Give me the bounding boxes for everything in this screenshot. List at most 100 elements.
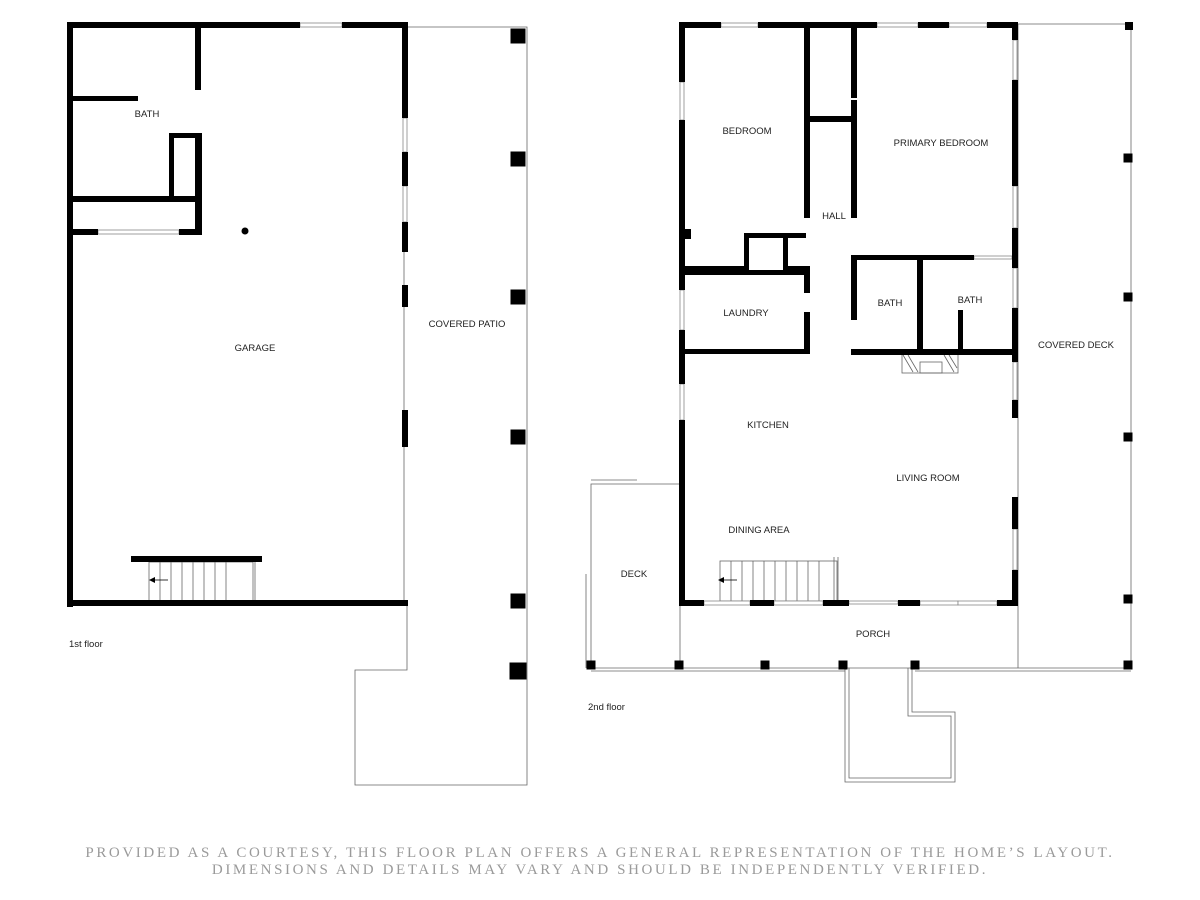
floor1-labels: BATH GARAGE COVERED PATIO 1st floor — [69, 109, 505, 650]
disclaimer-line-1: PROVIDED AS A COURTESY, THIS FLOOR PLAN … — [85, 845, 1115, 861]
wall-segment — [195, 133, 202, 235]
wall-segment — [73, 96, 138, 101]
room-label-laundry: LAUNDRY — [723, 308, 769, 319]
wall-segment — [679, 22, 685, 82]
window-pane — [848, 600, 899, 605]
wall-segment — [804, 28, 810, 218]
wall-segment — [958, 310, 963, 352]
wall-segment — [402, 22, 408, 118]
room-label-bath-2: BATH — [958, 295, 983, 306]
wall-segment — [195, 28, 201, 90]
wall-segment — [1012, 497, 1018, 529]
wall-segment — [685, 229, 691, 239]
wall-segment — [997, 600, 1018, 606]
wall-segment — [898, 600, 920, 606]
wall-segment — [685, 266, 747, 271]
columns — [241, 28, 1133, 680]
wall-segment — [744, 233, 806, 238]
wall-segment — [823, 600, 849, 606]
wall-segment — [851, 100, 857, 218]
window-pane — [773, 600, 824, 606]
column-post — [1123, 292, 1133, 302]
wall-segment — [342, 22, 408, 28]
room-label-dining-area: DINING AREA — [728, 525, 790, 536]
column-post — [1123, 432, 1133, 442]
wall-segment — [131, 556, 262, 562]
wall-segment — [1012, 570, 1018, 606]
room-label-covered-deck: COVERED DECK — [1038, 340, 1115, 351]
wall-segment — [1012, 22, 1018, 40]
column-post — [1123, 660, 1133, 670]
wall-segment — [810, 116, 852, 122]
window-pane — [703, 600, 751, 606]
room-label-bedroom: BEDROOM — [722, 126, 771, 137]
window-pane — [1012, 528, 1018, 571]
column-post — [510, 28, 526, 44]
window-pane — [957, 600, 998, 606]
room-label-deck: DECK — [621, 569, 648, 580]
wall-segment — [169, 138, 174, 200]
floor-label-1st: 1st floor — [69, 639, 103, 650]
window-pane — [1012, 39, 1018, 81]
wall-segment — [851, 255, 857, 320]
wall-segment — [1012, 228, 1018, 268]
wall-segment — [169, 133, 202, 138]
room-label-kitchen: KITCHEN — [747, 420, 789, 431]
wall-segment — [744, 233, 749, 271]
column-post — [510, 593, 526, 609]
wall-segment — [402, 152, 408, 186]
post-dot — [241, 227, 249, 235]
wall-segment — [1012, 80, 1018, 186]
window-pane — [720, 22, 759, 28]
column-post — [674, 660, 684, 670]
window-pane — [948, 22, 988, 28]
window-pane — [679, 289, 685, 331]
column-post — [760, 660, 770, 670]
wall-segment — [750, 600, 774, 606]
wall-segment — [857, 255, 974, 260]
windows — [97, 22, 1018, 606]
wall-segment — [679, 420, 685, 604]
column-post — [510, 289, 526, 305]
wall-segment — [804, 270, 810, 293]
wall-segment — [67, 22, 73, 607]
column-post — [838, 660, 848, 670]
wall-segment — [1012, 255, 1018, 260]
room-label-bath-1: BATH — [878, 298, 903, 309]
column-post — [1123, 153, 1133, 163]
column-post — [910, 660, 920, 670]
floor2-labels: BEDROOM HALL PRIMARY BEDROOM LAUNDRY BAT… — [588, 126, 1115, 713]
room-label-living-room: LIVING ROOM — [896, 473, 959, 484]
window-pane — [919, 600, 959, 606]
wall-segment — [402, 410, 408, 447]
wall-segment — [679, 600, 704, 606]
column-post — [510, 151, 526, 167]
floor-label-2nd: 2nd floor — [588, 702, 625, 713]
wall-segment — [758, 22, 877, 28]
wall-segment — [1012, 308, 1018, 362]
wall-segment — [804, 312, 810, 354]
wall-segment — [67, 600, 408, 606]
wall-segment — [987, 22, 1018, 28]
column-post — [586, 660, 596, 670]
wall-segment — [685, 349, 810, 354]
wall-segment — [918, 22, 949, 28]
window-pane — [973, 255, 1013, 260]
room-label-hall: HALL — [822, 211, 846, 222]
disclaimer-line-2: DIMENSIONS AND DETAILS MAY VARY AND SHOU… — [211, 862, 989, 878]
column-post — [509, 662, 527, 680]
wall-segment — [783, 266, 810, 271]
room-label-covered-patio: COVERED PATIO — [429, 319, 506, 330]
wall-segment — [1125, 22, 1133, 30]
window-pane — [679, 81, 685, 121]
wall-segment — [851, 349, 1014, 355]
wall-segment — [402, 285, 408, 307]
wall-segment — [67, 22, 300, 28]
wall-segment — [679, 330, 685, 384]
window-pane — [876, 22, 919, 28]
window-pane — [97, 229, 180, 235]
wall-segment — [851, 28, 857, 98]
window-pane — [1012, 267, 1018, 309]
wall-segment — [73, 229, 98, 235]
